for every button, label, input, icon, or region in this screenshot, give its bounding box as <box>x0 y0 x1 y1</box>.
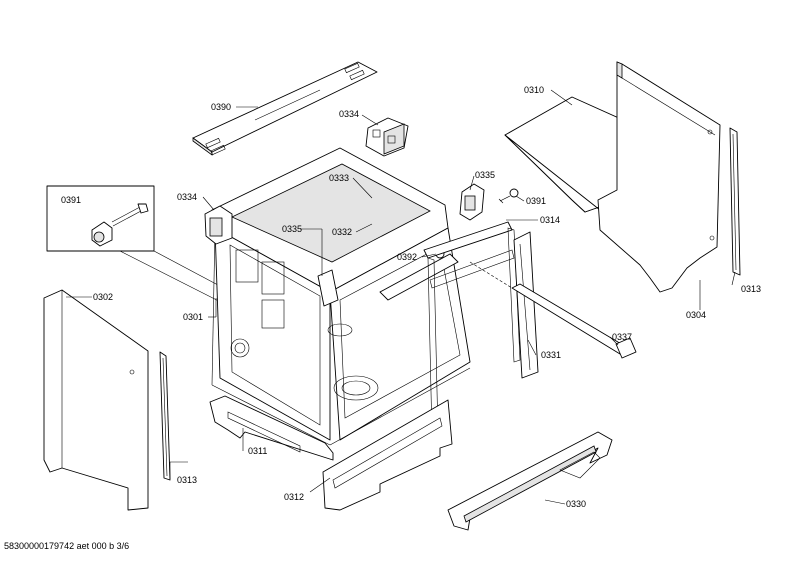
label-0330[interactable]: 0330 <box>566 499 586 509</box>
part-0335-bracket-right[interactable] <box>459 183 485 221</box>
label-0301[interactable]: 0301 <box>183 312 203 322</box>
part-0391-screw-right[interactable] <box>498 188 519 204</box>
part-0330-bottom-tray[interactable] <box>447 431 613 531</box>
part-0331-rail[interactable] <box>513 231 539 379</box>
label-0313-left[interactable]: 0313 <box>177 475 197 485</box>
part-0390-top-plate[interactable] <box>192 61 378 156</box>
part-0314-rail-frame[interactable] <box>423 221 521 437</box>
label-0302[interactable]: 0302 <box>93 292 113 302</box>
label-0334-left[interactable]: 0334 <box>177 192 197 202</box>
label-0337[interactable]: 0337 <box>612 332 632 342</box>
document-footer-id: 58300000179742 aet 000 b 3/6 <box>4 541 130 551</box>
part-0337-runner[interactable] <box>469 261 637 359</box>
label-0391-right[interactable]: 0391 <box>526 196 546 206</box>
label-0391-inset[interactable]: 0391 <box>61 195 81 205</box>
label-0331[interactable]: 0331 <box>541 350 561 360</box>
label-0314[interactable]: 0314 <box>540 215 560 225</box>
part-0313-strip-right[interactable] <box>729 127 741 276</box>
part-0312-base-panel-front[interactable] <box>322 399 453 511</box>
part-0311-base-panel-left[interactable] <box>209 395 334 461</box>
label-0304[interactable]: 0304 <box>686 310 706 320</box>
label-0311[interactable]: 0311 <box>248 446 267 456</box>
label-0313-right[interactable]: 0313 <box>741 284 761 294</box>
label-0334-top[interactable]: 0334 <box>339 109 359 119</box>
inset-0391-detail[interactable] <box>46 185 283 327</box>
part-labels: 0390 0334 0334 0333 0332 0335 0335 0391 … <box>61 85 761 509</box>
part-0301-tub-frame[interactable] <box>204 147 471 446</box>
part-0304-side-panel-right[interactable] <box>597 61 721 293</box>
label-0390[interactable]: 0390 <box>211 102 231 112</box>
part-0313-strip-left[interactable] <box>159 351 171 481</box>
label-0335-right[interactable]: 0335 <box>475 170 495 180</box>
label-0333[interactable]: 0333 <box>329 173 349 183</box>
label-0332[interactable]: 0332 <box>332 227 352 237</box>
label-0310[interactable]: 0310 <box>524 85 544 95</box>
part-0334-bracket-top[interactable] <box>365 117 409 157</box>
leader-lines <box>66 89 736 505</box>
part-0302-side-panel-left[interactable] <box>43 289 149 511</box>
label-0392[interactable]: 0392 <box>397 252 417 262</box>
label-0312[interactable]: 0312 <box>284 492 304 502</box>
label-0335-center[interactable]: 0335 <box>282 224 302 234</box>
